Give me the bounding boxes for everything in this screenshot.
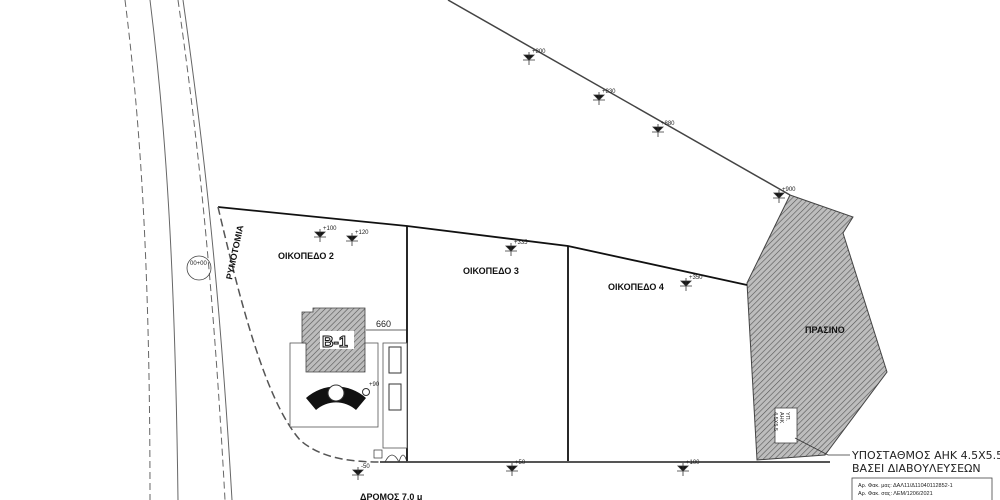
plot-label: ΟΙΚΟΠΕΔΟ 4 — [608, 282, 664, 292]
road-label: ΔΡΟΜΟΣ 7.0 μ — [360, 492, 422, 500]
elevation-markers: +800 +830 +880 +900 +100 +120 +335 +350 +90 -50 +5… — [314, 49, 796, 480]
elevation-marker-icon — [773, 190, 785, 203]
substation-note: ΒΑΣΕΙ ΔΙΑΒΟΥΛΕΥΣΕΩΝ — [852, 462, 981, 475]
road-edge-label: ΡΥΜΟΤΟΜΙΑ — [224, 224, 245, 281]
reference-text: Αρ. Φακ. μας: ΔΑΛ11/Δ11040112852-1 — [858, 483, 953, 489]
dashed-boundary — [217, 206, 381, 463]
elevation-marker-icon — [680, 278, 692, 291]
plot-label: ΟΙΚΟΠΕΔΟ 2 — [278, 251, 334, 261]
elevation-label: +350 — [689, 275, 703, 281]
elevation-marker-icon — [346, 233, 358, 246]
meter-box — [373, 449, 383, 459]
elevation-label: +120 — [355, 230, 369, 236]
building-label-bg — [320, 331, 354, 349]
building-label: B-1 — [322, 334, 348, 351]
substation-box-text: ΑΗΚ — [778, 412, 784, 424]
elevation-marker-icon — [506, 463, 518, 476]
substation-box-text: ΥΠ. — [784, 412, 790, 422]
elevation-marker-icon — [677, 463, 689, 476]
origin-label: 00+00 — [190, 261, 208, 267]
elevation-marker-icon — [593, 92, 605, 105]
elevation-label: +100 — [686, 460, 700, 466]
leader-line — [794, 437, 850, 456]
elevation-label: +800 — [532, 49, 546, 55]
elevation-label: +880 — [661, 121, 675, 127]
car-icon — [388, 383, 402, 411]
road-lines — [124, 0, 233, 500]
tree-icon — [362, 388, 370, 396]
elevation-label: +90 — [369, 382, 380, 388]
substation-box — [774, 407, 798, 444]
green-area — [746, 194, 888, 461]
gate-icon — [384, 454, 408, 463]
elevation-marker-icon — [505, 243, 517, 256]
plot-label: ΟΙΚΟΠΕΔΟ 3 — [463, 266, 519, 276]
elevation-marker-icon — [652, 124, 664, 137]
elevation-label: +50 — [515, 460, 526, 466]
origin-marker — [186, 255, 212, 281]
pool-feature — [327, 384, 345, 402]
elevation-label: -50 — [361, 464, 370, 470]
reference-text: Αρ. Φακ. σας: ΛΕΜ/1206/2021 — [858, 491, 933, 497]
elevation-marker-icon — [523, 52, 535, 65]
elevation-label: +900 — [782, 187, 796, 193]
elevation-label: +830 — [602, 89, 616, 95]
elevation-label: +100 — [323, 226, 337, 232]
elevation-marker-icon — [352, 467, 364, 480]
reference-box — [851, 477, 993, 500]
substation-box-text: 4.5X5.5 — [772, 412, 778, 431]
north-boundary — [447, 0, 791, 196]
dimension-label: 660 — [376, 319, 391, 329]
elevation-marker-icon — [314, 229, 326, 242]
green-area-label: ΠΡΑΣΙΝΟ — [805, 325, 845, 335]
elevation-label: +335 — [514, 240, 528, 246]
substation-note: ΥΠΟΣΤΑΘΜΟΣ ΑΗΚ 4.5X5.5 μ — [851, 449, 1000, 462]
car-icon — [388, 346, 402, 374]
plot-boundary — [217, 206, 748, 286]
